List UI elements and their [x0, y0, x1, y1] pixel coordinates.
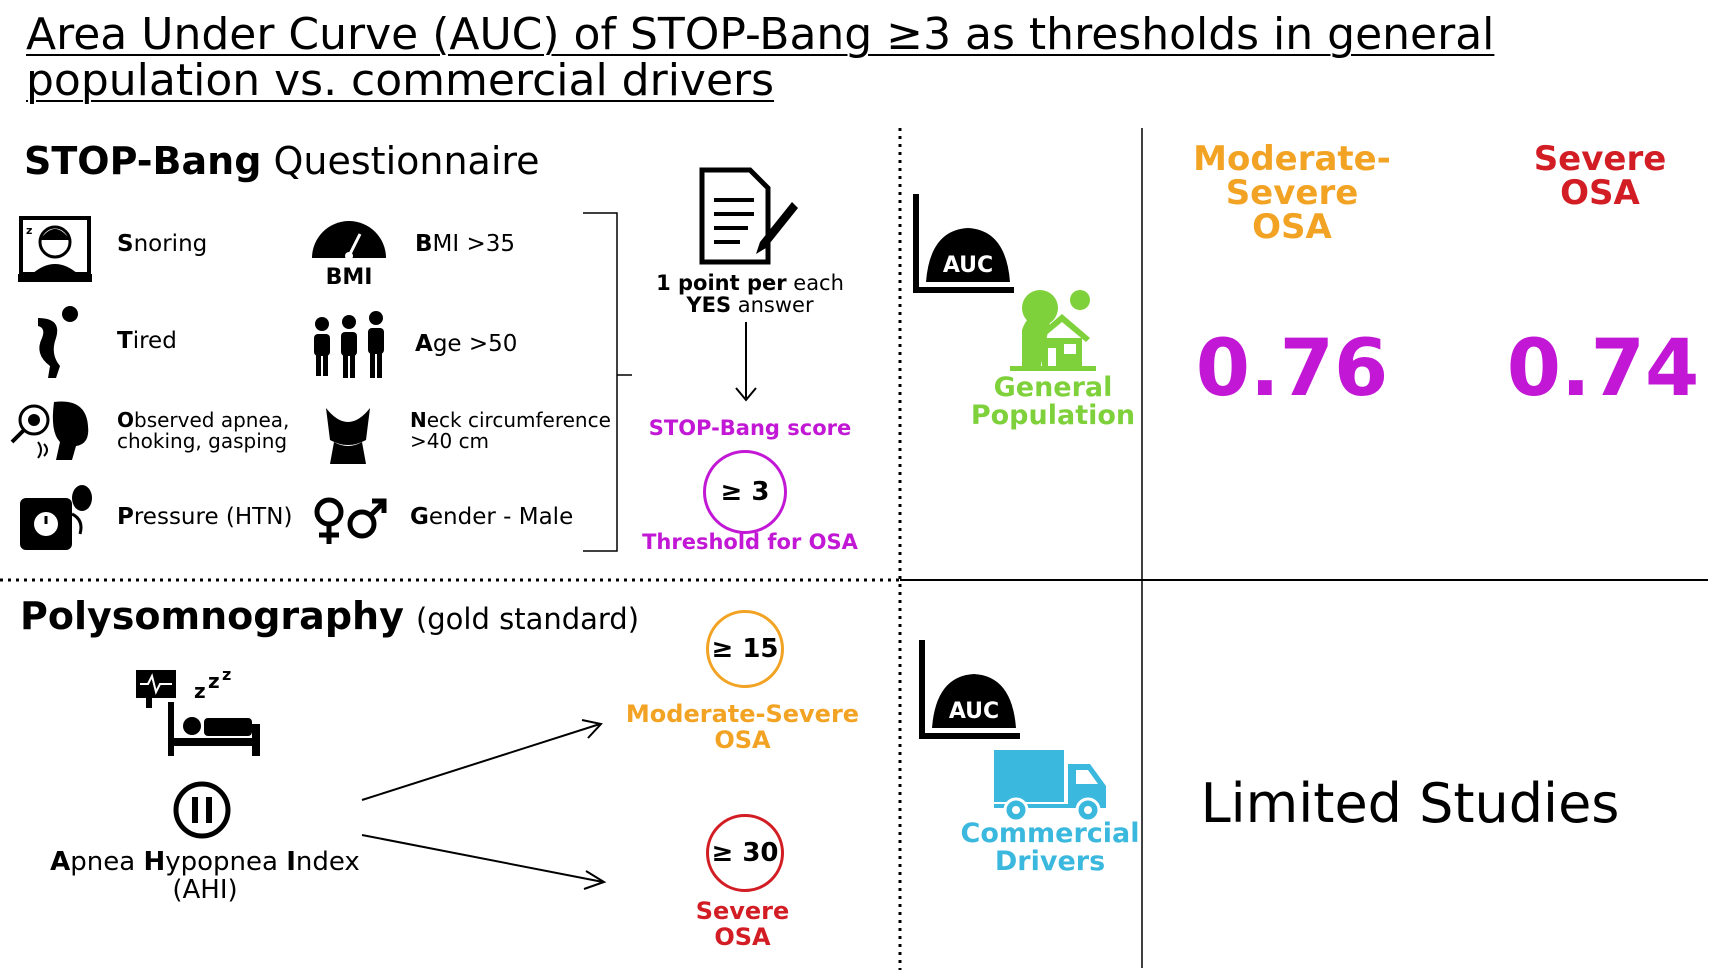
svg-text:z: z — [194, 679, 206, 703]
bracket — [583, 212, 618, 552]
auc-general-moderate-severe-value: 0.76 — [1195, 324, 1389, 414]
severe-threshold-circle: ≥ 30 — [706, 814, 784, 892]
item-gender: Gender - Male — [410, 504, 574, 530]
svg-text:AUC: AUC — [943, 253, 993, 278]
auc-general-severe-value: 0.74 — [1506, 324, 1700, 414]
psg-heading: Polysomnography (gold standard) — [20, 594, 640, 638]
document-pencil-icon — [699, 167, 798, 265]
stopbang-score-label: STOP-Bang score — [648, 416, 852, 440]
item-bmi: BMI >35 — [415, 231, 516, 257]
svg-text:z: z — [208, 669, 220, 693]
svg-text:z: z — [222, 668, 231, 684]
auc-chart-icon: AUC — [913, 194, 1014, 293]
limited-studies-text: Limited Studies — [1200, 772, 1620, 835]
threshold-circle: ≥ 3 — [703, 450, 787, 534]
tired-person-icon — [38, 306, 78, 378]
truck-icon — [994, 750, 1106, 822]
sleep-monitor-bed-icon: z z z — [136, 668, 260, 756]
bmi-gauge-icon: BMI — [312, 221, 386, 286]
item-neck: Neck circumference >40 cm — [410, 408, 611, 453]
svg-text:z: z — [26, 224, 32, 237]
svg-text:AUC: AUC — [949, 699, 999, 724]
snoring-face-icon: z — [18, 216, 92, 282]
observed-apnea-icon — [10, 401, 89, 460]
item-snoring: Snoring — [117, 231, 208, 257]
auc-chart-icon-drivers: AUC — [919, 640, 1020, 739]
threshold-label: Threshold for OSA — [642, 530, 858, 554]
page-title: Area Under Curve (AUC) of STOP-Bang ≥3 a… — [26, 9, 1495, 106]
item-age: Age >50 — [415, 331, 518, 357]
stopbang-heading-bold: STOP-Bang — [24, 139, 262, 183]
house-trees-icon — [1010, 290, 1096, 371]
arrow-to-severe — [361, 834, 607, 890]
item-pressure: Pressure (HTN) — [117, 504, 293, 530]
stopbang-heading-rest: Questionnaire — [261, 139, 540, 183]
blood-pressure-cuff-icon — [20, 485, 92, 550]
item-tired: Tired — [117, 328, 177, 354]
ahi-label: Apnea Hypopnea Index (AHI) — [50, 847, 360, 905]
arrow-to-moderate — [361, 719, 603, 801]
stopbang-heading: STOP-Bang Questionnaire — [24, 139, 540, 183]
people-age-icon — [314, 311, 384, 378]
point-rule-text: 1 point per each YES answer — [656, 271, 844, 317]
item-observed-apnea: Observed apnea, choking, gasping — [117, 408, 290, 453]
neck-icon — [326, 408, 370, 464]
gender-symbols-icon — [314, 497, 387, 544]
svg-text:BMI: BMI — [326, 265, 373, 286]
moderate-threshold-circle: ≥ 15 — [706, 610, 784, 688]
pause-icon — [173, 781, 231, 839]
